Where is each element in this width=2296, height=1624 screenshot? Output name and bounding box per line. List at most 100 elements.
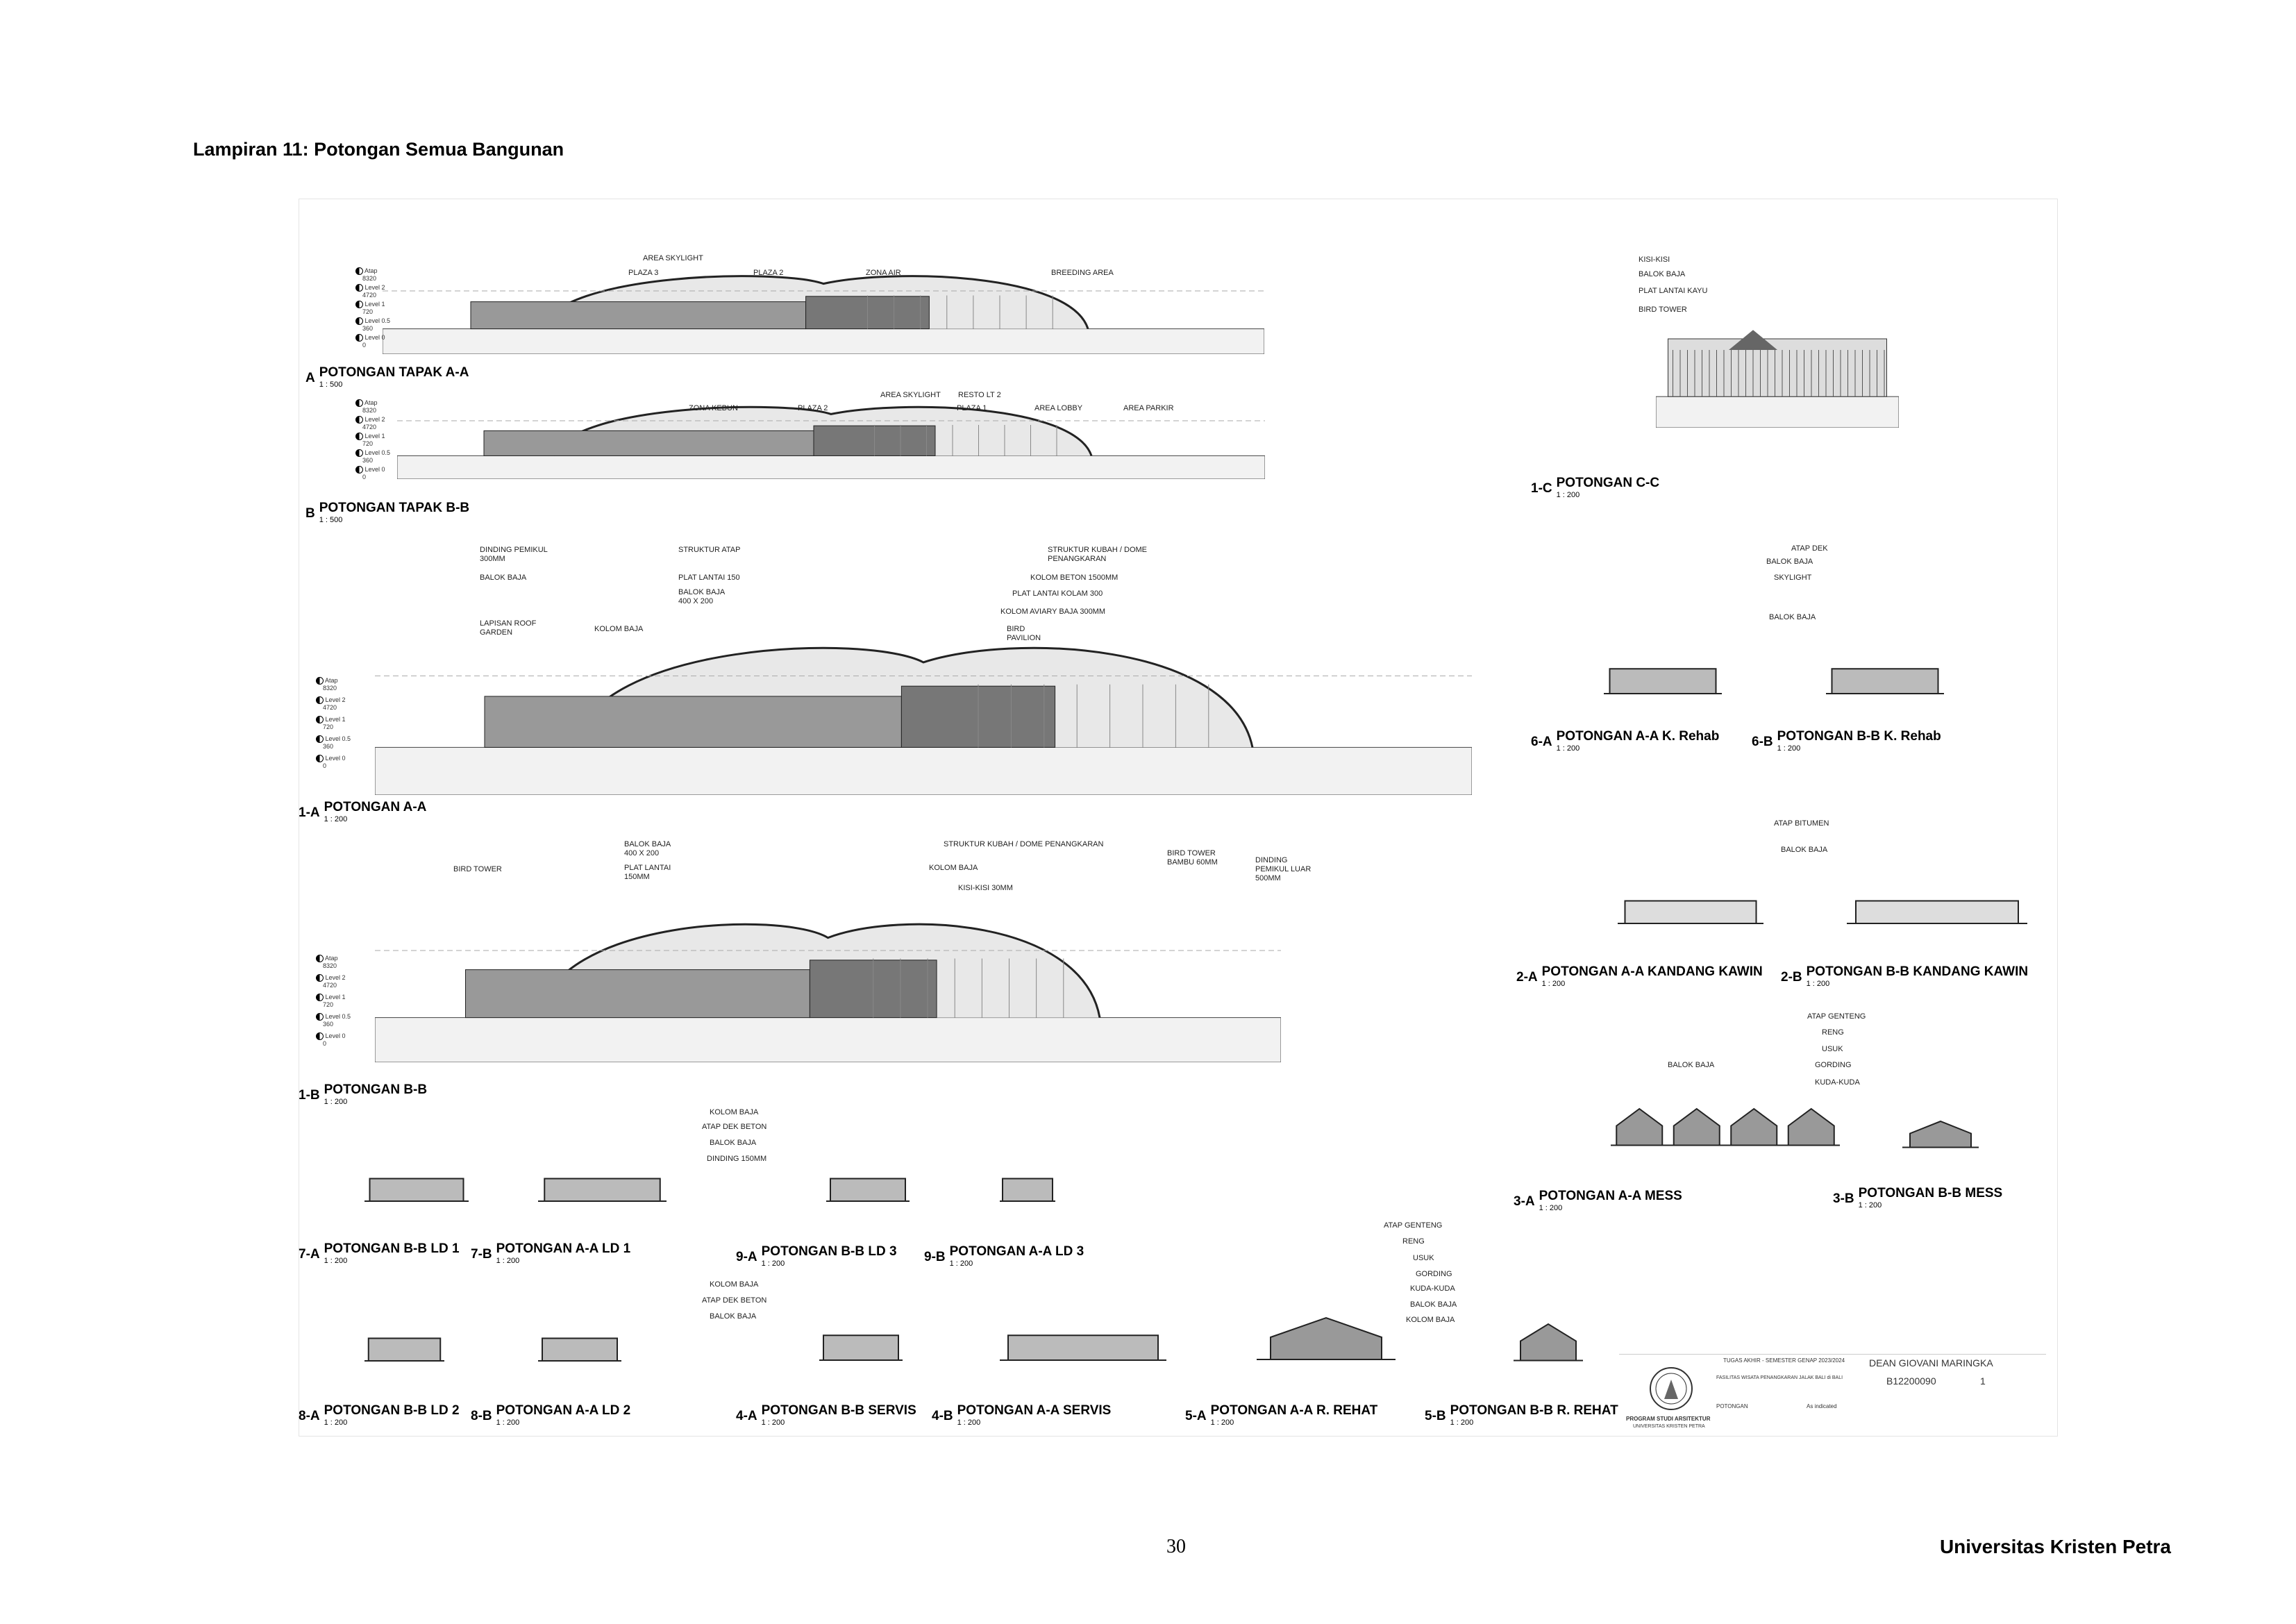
project-name: FASILITAS WISATA PENANGKARAN JALAK BALI … <box>1716 1375 1843 1380</box>
section-name: POTONGAN A-A LD 2 <box>496 1403 631 1418</box>
section-drawing-8-a <box>364 1337 444 1362</box>
level-marker: Level 2 4720 <box>355 284 385 299</box>
section-code: 7-A <box>299 1247 320 1262</box>
section-scale: 1 : 200 <box>1541 980 1566 988</box>
callout-label: PLAT LANTAI 150 <box>678 574 740 582</box>
section-name: POTONGAN A-A KANDANG KAWIN <box>1541 964 1763 979</box>
level-name: Level 0.5 <box>364 317 391 324</box>
section-name: POTONGAN B-B R. REHAT <box>1450 1403 1618 1418</box>
callout-label: GORDING <box>1815 1061 1852 1069</box>
section-name: POTONGAN B-B KANDANG KAWIN <box>1806 964 2029 979</box>
section-scale: 1 : 200 <box>496 1418 520 1427</box>
callout-label: KOLOM BAJA <box>594 625 644 633</box>
level-value: 4720 <box>323 704 337 712</box>
callout-label: AREA SKYLIGHT <box>643 254 703 262</box>
callout-label: KISI-KISI 30MM <box>958 884 1013 892</box>
section-scale: 1 : 200 <box>1806 980 1830 988</box>
callout-label: GORDING <box>1416 1270 1452 1278</box>
section-code: 9-A <box>736 1250 757 1264</box>
callout-label: BALOK BAJA 400 X 200 <box>678 588 726 605</box>
level-name: Level 0.5 <box>364 449 391 456</box>
level-marker-icon <box>316 994 324 1002</box>
callout-label: ATAP DEK <box>1791 544 1828 553</box>
level-marker: Level 1 720 <box>316 994 346 1008</box>
level-value: 8320 <box>323 685 337 692</box>
level-marker: Level 1 720 <box>316 716 346 730</box>
callout-label: RENG <box>1822 1028 1844 1037</box>
level-value: 4720 <box>362 292 377 299</box>
section-code: 5-A <box>1185 1409 1207 1423</box>
callout-label: AREA LOBBY <box>1034 404 1083 412</box>
section-drawing-4-a <box>819 1334 903 1361</box>
section-scale: 1 : 200 <box>957 1418 981 1427</box>
level-marker-icon <box>355 284 363 292</box>
section-code: B <box>305 506 315 521</box>
callout-label: BIRD PAVILION <box>1007 625 1041 642</box>
callout-label: ATAP GENTENG <box>1384 1221 1443 1230</box>
callout-label: USUK <box>1822 1045 1843 1053</box>
level-value: 4720 <box>323 982 337 989</box>
section-name: POTONGAN TAPAK B-B <box>319 501 470 515</box>
level-value: 8320 <box>323 962 337 970</box>
level-marker: Level 2 4720 <box>316 974 346 989</box>
section-scale: 1 : 200 <box>324 1098 348 1106</box>
callout-label: KUDA-KUDA <box>1410 1284 1455 1293</box>
level-value: 360 <box>323 743 334 751</box>
callout-label: KOLOM BAJA <box>710 1108 759 1116</box>
callout-label: BALOK BAJA <box>1639 270 1686 278</box>
section-scale: 1 : 200 <box>1210 1418 1234 1427</box>
callout-label: ZONA KEBUN <box>689 404 738 412</box>
section-drawing-a <box>383 275 1264 354</box>
level-name: Level 1 <box>325 716 346 723</box>
level-marker-icon <box>355 449 363 458</box>
section-code: 1-A <box>299 805 320 820</box>
section-name: POTONGAN A-A R. REHAT <box>1210 1403 1378 1418</box>
level-marker: Atap 8320 <box>316 955 338 969</box>
level-marker: Level 0.5 360 <box>355 317 390 332</box>
title-block: PROGRAM STUDI ARSITEKTUR UNIVERSITAS KRI… <box>1619 1354 2046 1436</box>
callout-label: RESTO LT 2 <box>958 391 1001 399</box>
callout-label: KOLOM BETON 1500MM <box>1030 574 1118 582</box>
university-name: UNIVERSITAS KRISTEN PETRA <box>1633 1424 1705 1429</box>
section-name: POTONGAN A-A <box>324 800 427 814</box>
callout-label: PLAT LANTAI 150MM <box>624 864 671 881</box>
section-name: POTONGAN B-B LD 3 <box>761 1244 897 1259</box>
callout-label: BALOK BAJA <box>710 1139 757 1147</box>
section-scale: 1 : 200 <box>324 815 348 823</box>
callout-label: BALOK BAJA <box>710 1312 757 1321</box>
level-name: Level 0 <box>364 466 385 473</box>
section-scale: 1 : 200 <box>1450 1418 1474 1427</box>
level-marker: Level 0.5 360 <box>355 449 390 464</box>
section-scale: 1 : 200 <box>1556 744 1580 753</box>
section-name: POTONGAN A-A MESS <box>1539 1189 1682 1203</box>
callout-label: STRUKTUR KUBAH / DOME PENANGKARAN <box>1048 546 1148 563</box>
level-name: Atap <box>325 677 338 684</box>
level-value: 0 <box>323 1040 327 1048</box>
callout-label: DINDING PEMIKUL LUAR 500MM <box>1255 856 1312 882</box>
callout-label: KOLOM BAJA <box>929 864 978 872</box>
section-drawing-1-c <box>1656 330 1899 428</box>
level-name: Level 2 <box>364 284 385 291</box>
level-value: 0 <box>362 342 367 349</box>
level-value: 360 <box>362 325 374 333</box>
level-name: Level 0 <box>364 334 385 341</box>
level-name: Atap <box>364 267 378 274</box>
section-name: POTONGAN A-A SERVIS <box>957 1403 1112 1418</box>
level-name: Atap <box>325 955 338 962</box>
section-scale: 1 : 200 <box>949 1259 973 1268</box>
level-name: Level 0.5 <box>325 735 351 742</box>
callout-label: BALOK BAJA <box>1769 613 1816 621</box>
level-value: 8320 <box>362 275 377 283</box>
page-number: 30 <box>1166 1536 1186 1557</box>
section-scale: 1 : 200 <box>761 1418 785 1427</box>
level-value: 360 <box>323 1021 334 1028</box>
callout-label: USUK <box>1413 1254 1434 1262</box>
level-value: 8320 <box>362 407 377 415</box>
